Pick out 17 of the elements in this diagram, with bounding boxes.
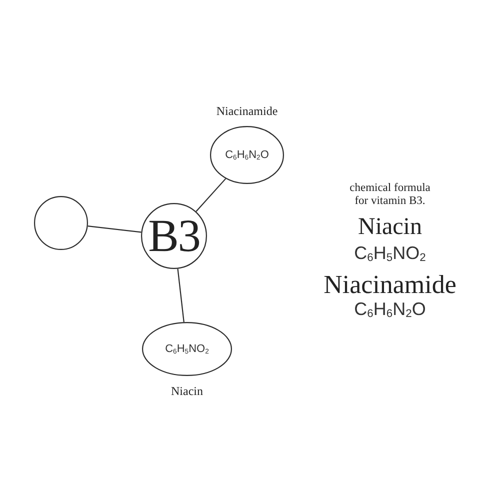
ellipse-node: [142, 322, 232, 376]
formula-text: C$_{6}$H$_{6}$N$_{2}$O: [353, 298, 427, 320]
connector-line: [177, 268, 184, 322]
connector-line: [88, 226, 142, 233]
compound-name: Niacin: [357, 214, 423, 242]
compound-name: Niacin: [170, 385, 204, 398]
formula-text: C$_{6}$H$_{6}$N$_{2}$O: [225, 148, 269, 162]
circle-node: [34, 196, 88, 250]
caption-text: chemical formula for vitamin B3.: [348, 182, 432, 208]
compound-name: Niacinamide: [215, 105, 279, 118]
circle-node: [141, 203, 207, 269]
formula-text: C$_{6}$H$_{5}$NO$_{2}$: [165, 342, 209, 356]
node-label: B3: [148, 210, 200, 262]
ellipse-node: [210, 126, 284, 184]
compound-name: Niacinamide: [322, 270, 458, 300]
formula-text: C$_{6}$H$_{5}$NO$_{2}$: [353, 242, 427, 264]
connector-line: [196, 178, 226, 212]
